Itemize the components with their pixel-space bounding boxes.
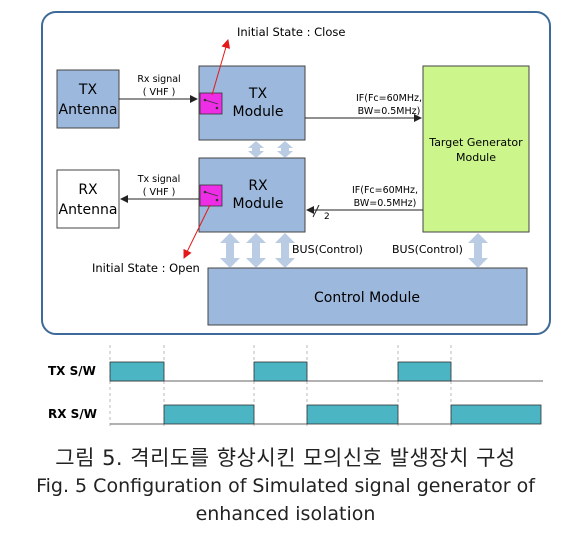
if-top-label-1: IF(Fc=60MHz, [356, 93, 422, 104]
tx-signal-label-1: Tx signal [137, 174, 181, 185]
initial-close-arrow [211, 39, 231, 96]
tx-pulse-2 [253, 361, 308, 382]
control-module-label: Control Module [314, 290, 420, 306]
target-generator-label-2: Module [456, 151, 496, 164]
rx-module-label-2: Module [233, 196, 284, 212]
rx-sw-label: RX S/W [48, 407, 97, 421]
rx-pulse-1 [163, 404, 255, 425]
tx-switch-icon [199, 92, 223, 115]
bus-width-slash [312, 204, 320, 218]
tx-antenna-label-2: Antenna [59, 102, 118, 118]
rx-signal-label-2: ( VHF ) [143, 87, 176, 98]
bus-arrow-txrx-1 [248, 141, 264, 158]
initial-open-arrow [183, 204, 211, 259]
target-generator-box [422, 65, 530, 233]
tx-module-label-2: Module [233, 104, 284, 120]
caption-english-line1: Fig. 5 Configuration of Simulated signal… [36, 475, 535, 497]
rx-pulse-2 [306, 404, 399, 425]
bus-arrow-rxctrl-2 [246, 233, 266, 268]
tx-signal-label-2: ( VHF ) [143, 187, 176, 198]
timing-diagram [109, 345, 543, 428]
bus-arrow-target-ctrl [468, 233, 488, 268]
tx-antenna-label-1: TX [78, 82, 98, 98]
tx-antenna-box [56, 69, 120, 129]
tx-pulse-1 [109, 361, 165, 382]
rx-pulse-3 [450, 404, 542, 425]
bus-width-count: 2 [324, 212, 330, 222]
rx-antenna-label-2: Antenna [59, 202, 118, 218]
tx-sw-label: TX S/W [48, 364, 96, 378]
tx-pulse-3 [397, 361, 452, 382]
bus-arrow-rxctrl-1 [220, 233, 240, 268]
initial-open-label: Initial State : Open [92, 261, 200, 275]
bus-arrow-txrx-2 [277, 141, 293, 158]
control-module-box [207, 267, 528, 326]
rx-module-label-1: RX [248, 178, 268, 194]
rx-antenna-box [56, 169, 120, 229]
rx-antenna-label-1: RX [78, 182, 98, 198]
target-generator-label-1: Target Generator [428, 136, 523, 149]
rx-signal-label-1: Rx signal [137, 74, 180, 85]
tx-module-label-1: TX [248, 86, 268, 102]
if-bottom-label-2: BW=0.5MHz) [354, 198, 417, 209]
caption-korean: 그림 5. 격리도를 향상시킨 모의신호 발생장치 구성 [55, 446, 516, 470]
bus-right-label: BUS(Control) [392, 243, 463, 256]
caption-english-line2: enhanced isolation [195, 503, 376, 525]
if-bottom-label-1: IF(Fc=60MHz, [352, 185, 418, 196]
rx-switch-icon [199, 184, 223, 207]
bus-left-label: BUS(Control) [292, 243, 363, 256]
bus-arrow-rxctrl-3 [275, 233, 295, 268]
if-top-label-2: BW=0.5MHz) [358, 106, 421, 117]
initial-close-label: Initial State : Close [237, 25, 345, 39]
